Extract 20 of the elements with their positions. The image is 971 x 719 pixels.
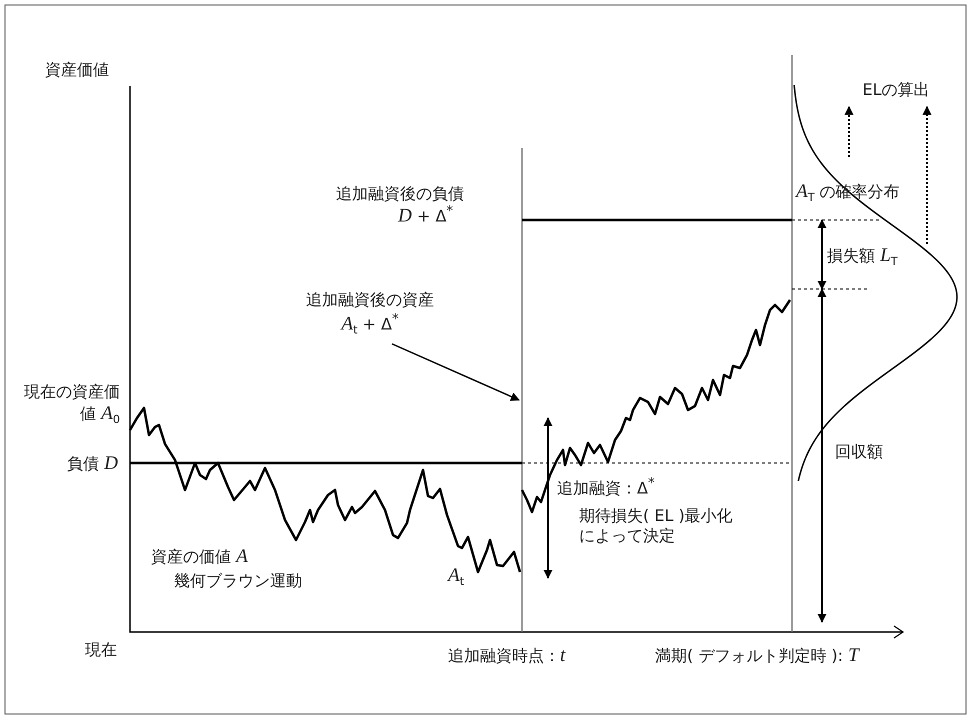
text-label: 満期( デフォルト判定時 ): T xyxy=(655,644,859,668)
text-label: A$_{t}$ xyxy=(448,564,464,590)
arrow xyxy=(922,106,932,244)
text-label: 損失額 L$_{T}$ xyxy=(827,244,898,270)
text-label: 追加融資後の負債 xyxy=(336,184,464,204)
text-label: 追加融資後の資産 A$_{t}$ + Δ$^{*}$ xyxy=(280,290,460,338)
arrow xyxy=(844,106,854,157)
arrow xyxy=(392,343,520,401)
text-label: 資産価値 xyxy=(45,60,109,80)
text-label: ELの算出 xyxy=(846,80,946,101)
text-label: 追加融資時点：t xyxy=(448,644,566,668)
text-label: 回収額 xyxy=(835,442,883,462)
text-label: 追加融資：Δ$^{*}$ xyxy=(557,476,655,498)
text-label: 期待損失( EL )最小化によって決定 xyxy=(579,506,734,546)
text-label: 負債 D xyxy=(66,452,118,476)
text-label: 現在の資産価値 A$_{0}$ xyxy=(23,382,120,428)
text-label: 幾何ブラウン運動 xyxy=(174,571,302,591)
text-label: D + Δ$^{*}$ xyxy=(398,204,454,228)
text-label: 資産の価値 A xyxy=(151,545,248,569)
text-label: 現在 xyxy=(85,640,117,660)
